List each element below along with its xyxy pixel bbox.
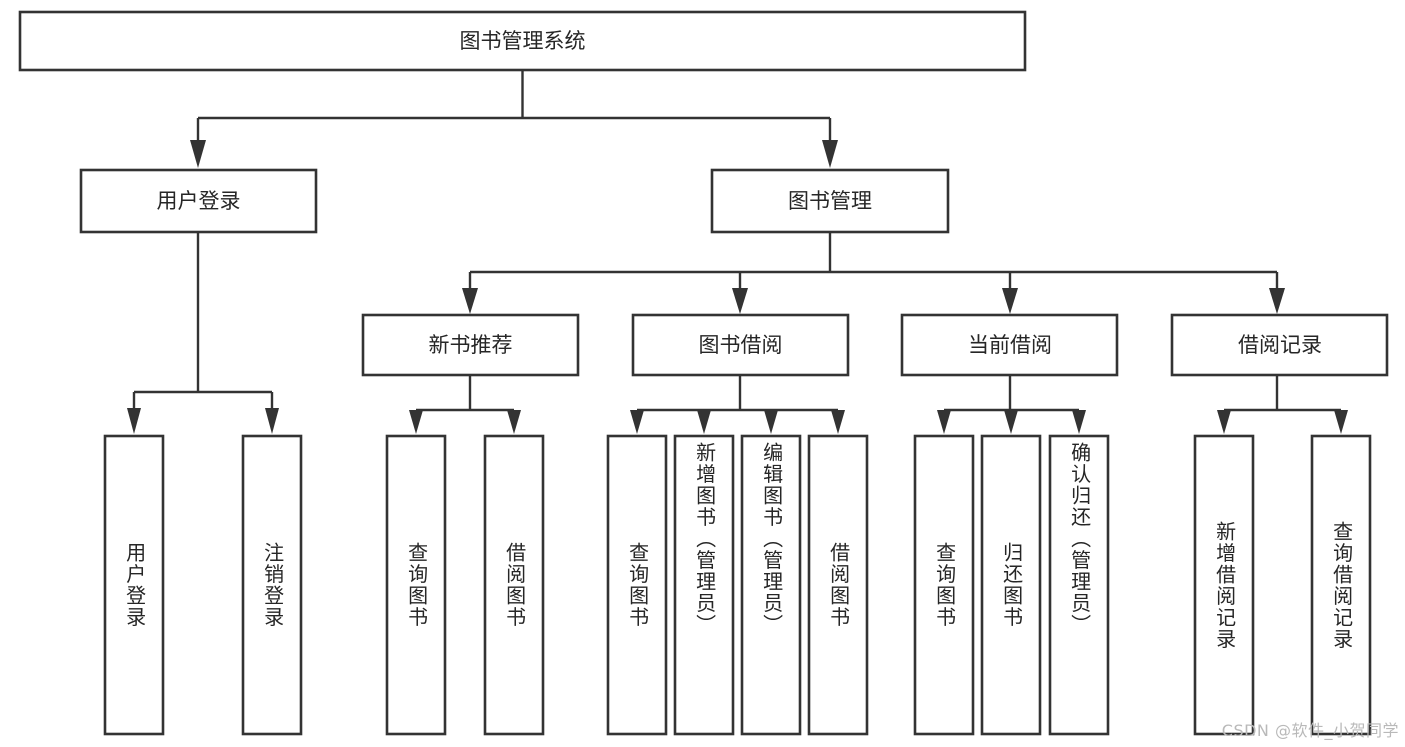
arrow-head-root-to-bookmgmt bbox=[822, 140, 838, 168]
connector-group-records bbox=[1217, 375, 1348, 434]
node-label-borrow-records: 借阅记录 bbox=[1238, 333, 1322, 357]
arrow-head-current-leaf-2 bbox=[1004, 410, 1018, 434]
node-label-book-borrow: 图书借阅 bbox=[699, 333, 783, 357]
arrow-head-newbook-leaf-1 bbox=[409, 410, 423, 434]
arrow-head-borrow-leaf-4 bbox=[831, 410, 845, 434]
node-box-current-borrow[interactable] bbox=[900, 313, 1119, 377]
arrow-head-current-leaf-3 bbox=[1072, 410, 1086, 434]
connector-group-current bbox=[937, 375, 1086, 434]
node-book-management[interactable]: 图书管理 bbox=[710, 168, 950, 234]
node-box-book-management[interactable] bbox=[710, 168, 950, 234]
node-book-borrow[interactable]: 图书借阅 bbox=[631, 313, 850, 377]
arrow-head-borrow-leaf-3 bbox=[764, 410, 778, 434]
node-borrow-records[interactable]: 借阅记录 bbox=[1170, 313, 1389, 377]
node-box-book-borrow[interactable] bbox=[631, 313, 850, 377]
arrow-head-login-leaf-2 bbox=[265, 408, 279, 434]
watermark-text: CSDN @软件_小贺同学 bbox=[1221, 721, 1399, 740]
node-user-login[interactable]: 用户登录 bbox=[79, 168, 318, 234]
node-label-book-management: 图书管理 bbox=[788, 189, 872, 213]
node-label-new-book-recommend: 新书推荐 bbox=[429, 333, 513, 357]
arrow-head-borrow-leaf-1 bbox=[630, 410, 644, 434]
leaf-box-edit-book-admin[interactable] bbox=[740, 434, 802, 736]
node-current-borrow[interactable]: 当前借阅 bbox=[900, 313, 1119, 377]
node-label-current-borrow: 当前借阅 bbox=[968, 333, 1052, 357]
node-box-root-system[interactable] bbox=[18, 10, 1027, 72]
node-box-user-login[interactable] bbox=[79, 168, 318, 234]
arrow-head-bookmgmt-to-records bbox=[1269, 288, 1285, 314]
leaf-box-logout[interactable] bbox=[241, 434, 303, 736]
leaf-box-query-book-current[interactable] bbox=[913, 434, 975, 736]
connector-group-borrow bbox=[630, 375, 845, 434]
node-label-root-system: 图书管理系统 bbox=[460, 29, 586, 53]
node-new-book-recommend[interactable]: 新书推荐 bbox=[361, 313, 580, 377]
arrow-head-bookmgmt-to-borrow bbox=[732, 288, 748, 314]
arrow-head-bookmgmt-to-newbook bbox=[462, 288, 478, 314]
connector-group-newbook bbox=[409, 375, 521, 434]
arrow-head-records-leaf-1 bbox=[1217, 410, 1231, 434]
node-box-borrow-records[interactable] bbox=[1170, 313, 1389, 377]
connector-group-login bbox=[127, 232, 279, 434]
leaf-box-add-borrow-record[interactable] bbox=[1193, 434, 1255, 736]
node-label-user-login: 用户登录 bbox=[157, 189, 241, 213]
node-root-system[interactable]: 图书管理系统 bbox=[18, 10, 1027, 72]
arrow-head-borrow-leaf-2 bbox=[697, 410, 711, 434]
connector-group-root bbox=[190, 70, 838, 168]
arrow-head-root-to-login bbox=[190, 140, 206, 168]
leaf-box-borrow-book[interactable] bbox=[807, 434, 869, 736]
arrow-head-bookmgmt-to-current bbox=[1002, 288, 1018, 314]
leaf-box-query-book-recommend[interactable] bbox=[385, 434, 447, 736]
arrow-head-current-leaf-1 bbox=[937, 410, 951, 434]
leaf-box-group bbox=[103, 434, 1372, 736]
connector-group-bookmgmt bbox=[462, 232, 1285, 314]
leaf-box-query-book-borrow[interactable] bbox=[606, 434, 668, 736]
arrow-head-newbook-leaf-2 bbox=[507, 410, 521, 434]
node-box-new-book-recommend[interactable] bbox=[361, 313, 580, 377]
leaf-box-confirm-return-admin[interactable] bbox=[1048, 434, 1110, 736]
leaf-box-user-login[interactable] bbox=[103, 434, 165, 736]
leaf-box-query-borrow-record[interactable] bbox=[1310, 434, 1372, 736]
leaf-box-add-book-admin[interactable] bbox=[673, 434, 735, 736]
leaf-box-return-book[interactable] bbox=[980, 434, 1042, 736]
arrow-head-login-leaf-1 bbox=[127, 408, 141, 434]
leaf-box-borrow-book-recommend[interactable] bbox=[483, 434, 545, 736]
arrow-head-records-leaf-2 bbox=[1334, 410, 1348, 434]
